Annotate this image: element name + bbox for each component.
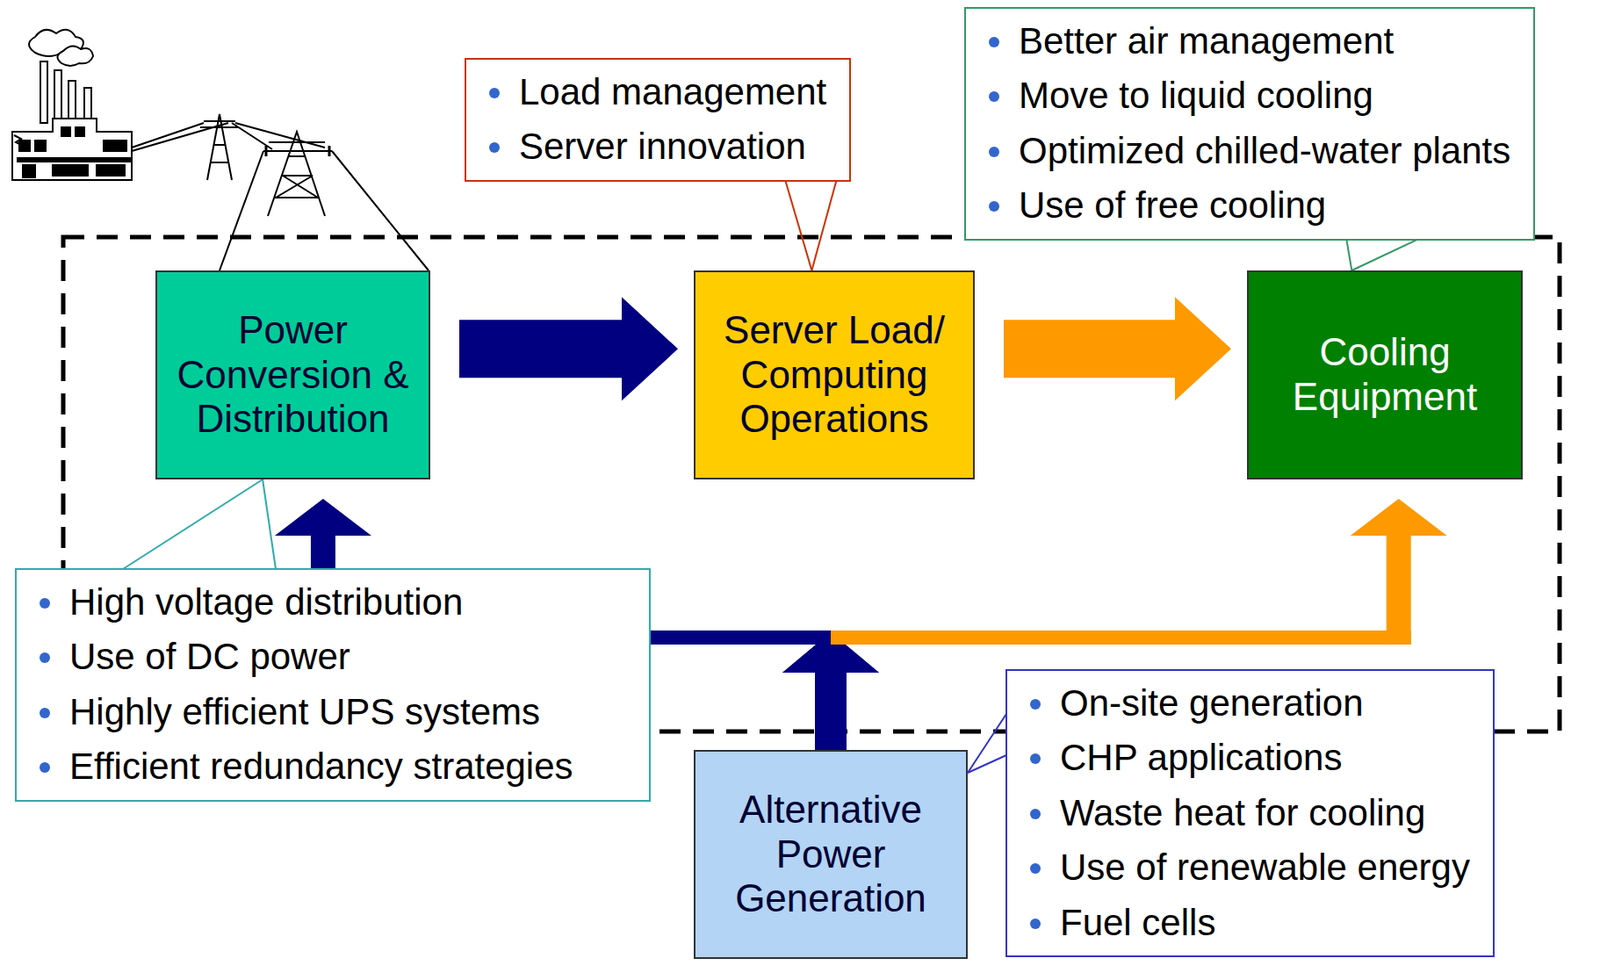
arrow-shaft <box>1386 532 1412 645</box>
pointer-line <box>785 180 812 271</box>
bullet-dot <box>39 652 51 664</box>
pointer-line <box>967 713 1007 773</box>
pointer-line <box>811 180 837 271</box>
bullet-dot <box>988 36 1000 48</box>
bullet-dot <box>988 201 1000 212</box>
bullet-item: Efficient redundancy strategies <box>28 744 627 789</box>
callout-box: On-site generationCHP applicationsWaste … <box>1005 669 1495 958</box>
flow-arrow <box>1003 296 1232 401</box>
pointer-line <box>1351 239 1418 271</box>
process-box: Cooling Equipment <box>1246 270 1523 480</box>
arrow-head <box>1350 498 1448 536</box>
bullet-dot <box>39 598 51 609</box>
bullet-item: Use of DC power <box>28 634 627 679</box>
bullet-item: Waste heat for cooling <box>1019 791 1471 836</box>
bullet-item: Load management <box>478 70 827 115</box>
bullet-item: Fuel cells <box>1019 900 1471 945</box>
power-plant-icon <box>12 29 132 181</box>
arrow-bar <box>830 630 1412 645</box>
bullet-item: Use of renewable energy <box>1019 845 1471 890</box>
pointer-line <box>1346 239 1352 271</box>
bullet-item: Use of free cooling <box>978 183 1511 228</box>
arrow-shaft <box>814 670 847 750</box>
bullet-item: CHP applications <box>1019 735 1471 780</box>
callout-box: Load managementServer innovation <box>464 57 851 182</box>
box-label: Server Load/ Computing Operations <box>706 308 963 442</box>
bullet-item: High voltage distribution <box>28 580 627 625</box>
pointer-line <box>122 479 263 570</box>
callout-box: Better air managementMove to liquid cool… <box>964 7 1536 241</box>
bullet-dot <box>1030 699 1041 710</box>
box-label: Power Conversion & Distribution <box>167 308 419 442</box>
bullet-item: Server innovation <box>478 124 827 169</box>
box-label: Cooling Equipment <box>1259 330 1511 419</box>
process-box: Alternative Power Generation <box>693 749 968 959</box>
bullet-item: Highly efficient UPS systems <box>28 690 627 735</box>
pointer-line <box>967 755 1007 773</box>
bullet-dot <box>39 707 51 719</box>
bullet-dot <box>39 762 51 773</box>
process-box: Power Conversion & Distribution <box>155 270 431 480</box>
block-arrow <box>459 296 678 401</box>
callout-pointer <box>967 713 1007 773</box>
arrow-head <box>274 498 372 536</box>
bullet-item: Optimized chilled-water plants <box>978 129 1511 173</box>
bullet-item: On-site generation <box>1019 681 1471 726</box>
bullet-dot <box>489 142 500 153</box>
bullet-dot <box>988 146 1000 158</box>
process-box: Server Load/ Computing Operations <box>693 270 975 480</box>
bullet-dot <box>1030 863 1041 874</box>
transmission-towers <box>131 114 429 271</box>
block-arrow <box>1003 296 1232 401</box>
bullet-dot <box>1030 808 1041 820</box>
box-label: Alternative Power Generation <box>706 787 956 922</box>
bullet-dot <box>489 87 500 99</box>
bullet-item: Move to liquid cooling <box>978 73 1511 118</box>
arrow-shaft <box>814 670 847 750</box>
callout-box: High voltage distributionUse of DC power… <box>14 568 651 802</box>
bullet-dot <box>1030 918 1041 930</box>
bullet-item: Better air management <box>978 19 1511 64</box>
flow-arrow <box>459 296 678 401</box>
pointer-line <box>262 479 276 570</box>
bullet-dot <box>988 91 1000 102</box>
callout-pointer <box>122 479 276 570</box>
callout-pointer <box>1346 239 1418 271</box>
bullet-dot <box>1030 753 1041 764</box>
callout-pointer <box>785 180 837 271</box>
